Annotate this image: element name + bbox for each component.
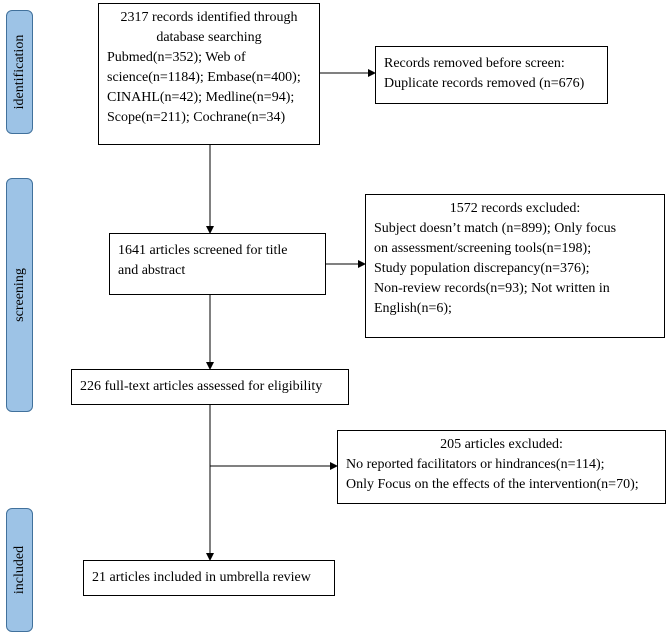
records-excluded-line-3: Study population discrepancy(n=376);: [374, 261, 590, 276]
articles-screened-line-2: and abstract: [118, 263, 186, 278]
records-identified-line-5: Scope(n=211); Cochrane(n=34): [107, 110, 286, 125]
records-identified-line-3: science(n=1184); Embase(n=400);: [107, 70, 301, 85]
records-removed-line-2: Duplicate records removed (n=676): [384, 76, 585, 91]
articles-excluded-title: 205 articles excluded:: [440, 437, 563, 452]
phase-identification: identification: [6, 10, 33, 134]
box-articles-screened: 1641 articles screened for title and abs…: [109, 233, 326, 295]
articles-excluded-line-2: Only Focus on the effects of the interve…: [346, 477, 639, 492]
records-excluded-line-1: Subject doesn’t match (n=899); Only focu…: [374, 221, 617, 236]
records-identified-line-2: Pubmed(n=352); Web of: [107, 50, 246, 65]
phase-included: included: [6, 508, 33, 632]
records-excluded-line-5: English(n=6);: [374, 301, 452, 316]
records-identified-line-4: CINAHL(n=42); Medline(n=94);: [107, 90, 295, 105]
box-records-identified: 2317 records identified through database…: [98, 3, 320, 145]
phase-screening: screening: [6, 178, 33, 412]
articles-excluded-line-1: No reported facilitators or hindrances(n…: [346, 457, 605, 472]
records-removed-line-1: Records removed before screen:: [384, 56, 565, 71]
box-articles-included: 21 articles included in umbrella review: [83, 560, 335, 596]
box-records-removed: Records removed before screen: Duplicate…: [375, 46, 608, 104]
articles-included-line-1: 21 articles included in umbrella review: [92, 570, 311, 585]
box-records-excluded: 1572 records excluded: Subject doesn’t m…: [365, 194, 665, 338]
fulltext-assessed-line-1: 226 full-text articles assessed for elig…: [80, 379, 323, 394]
records-excluded-title: 1572 records excluded:: [449, 201, 581, 216]
box-fulltext-assessed: 226 full-text articles assessed for elig…: [71, 369, 349, 405]
articles-screened-line-1: 1641 articles screened for title: [118, 243, 288, 258]
records-excluded-line-4: Non-review records(n=93); Not written in: [374, 281, 610, 296]
records-identified-line-1: database searching: [156, 30, 262, 45]
box-articles-excluded: 205 articles excluded: No reported facil…: [337, 430, 666, 504]
records-identified-title: 2317 records identified through: [120, 10, 298, 25]
records-excluded-line-2: on assessment/screening tools(n=198);: [374, 241, 592, 256]
